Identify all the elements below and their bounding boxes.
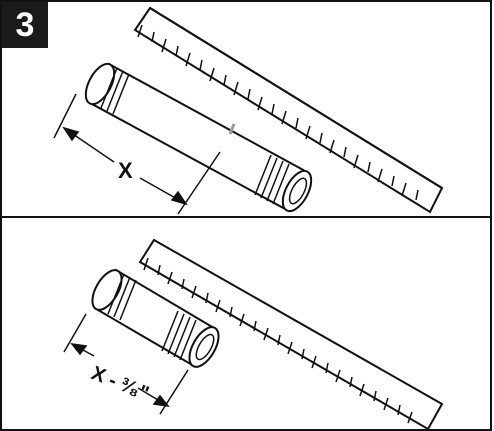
panel-cut-pipe: X - ³⁄₈" — [0, 216, 492, 431]
measure-pipe-illustration: X — [53, 6, 444, 215]
dimension-line-x — [53, 93, 221, 215]
pipe-icon — [84, 62, 313, 213]
step-number-badge: 3 — [2, 2, 48, 48]
ruler-icon — [133, 6, 444, 214]
dimension-label-x: X — [118, 158, 133, 183]
panel-measure-pipe: 3 — [0, 0, 492, 218]
dimension-label-x-minus-three-eighths: X - ³⁄₈" — [88, 362, 152, 405]
ruler-icon — [138, 238, 444, 429]
short-pipe-icon — [91, 268, 220, 368]
dimension-line-x-minus — [63, 313, 189, 415]
measure-mark — [228, 123, 236, 135]
cut-pipe-illustration: X - ³⁄₈" — [63, 238, 444, 429]
